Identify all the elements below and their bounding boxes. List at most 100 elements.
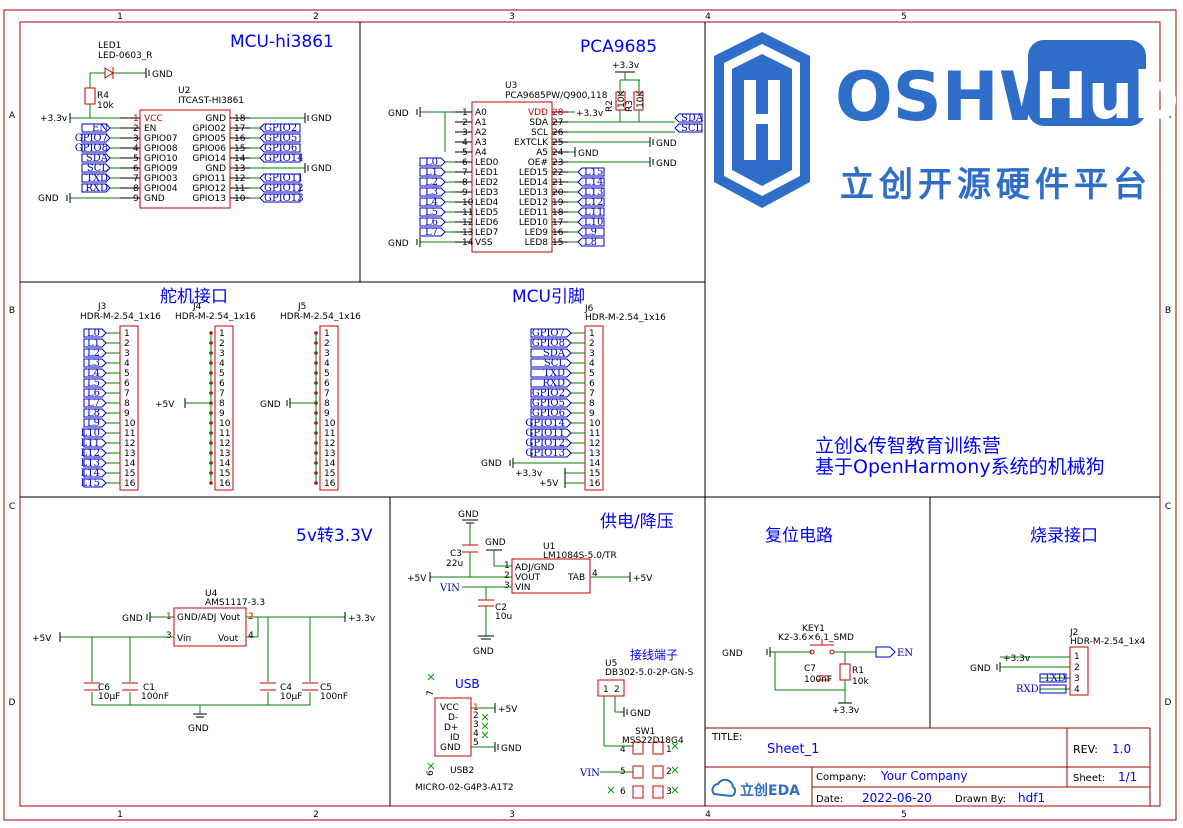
svg-text:6: 6 — [620, 787, 626, 797]
svg-text:9: 9 — [589, 409, 595, 419]
section-title-mcu: MCU-hi3861 — [230, 32, 334, 52]
svg-text:28: 28 — [552, 108, 564, 118]
header-pin-number: 13 — [219, 449, 230, 459]
svg-text:5: 5 — [462, 148, 468, 158]
j6-header: J6HDR-M-2.54_1x161GPIO72GPIO83SDA4SCL5TX… — [481, 304, 666, 491]
svg-text:EXTCLK: EXTCLK — [514, 138, 549, 148]
svg-text:L6: L6 — [425, 217, 438, 228]
svg-text:SDA: SDA — [529, 118, 548, 128]
col-mark: 5 — [901, 12, 907, 22]
header-pin-number: 2 — [324, 339, 330, 349]
svg-text:14: 14 — [234, 154, 246, 164]
section-title-servo: 舵机接口 — [160, 287, 228, 307]
header-pin-number: 15 — [124, 469, 135, 479]
svg-text:GPIO08: GPIO08 — [144, 144, 178, 154]
svg-text:GND: GND — [481, 459, 502, 469]
svg-text:11: 11 — [234, 184, 245, 194]
header-net-label: L11 — [81, 438, 100, 449]
svg-text:10u: 10u — [495, 612, 512, 622]
svg-text:20: 20 — [552, 188, 564, 198]
svg-text:A0: A0 — [475, 108, 487, 118]
svg-text:LED0: LED0 — [475, 158, 499, 168]
header-net-label: L8 — [87, 408, 100, 419]
svg-text:6: 6 — [589, 379, 595, 389]
svg-text:MICRO-02-G4P3-A1T2: MICRO-02-G4P3-A1T2 — [415, 783, 514, 793]
svg-text:17: 17 — [234, 124, 245, 134]
svg-text:GND: GND — [260, 400, 281, 410]
svg-text:2: 2 — [133, 124, 139, 134]
header-pin-number: 4 — [124, 359, 130, 369]
svg-text:MSS22D18G4: MSS22D18G4 — [622, 736, 684, 746]
svg-text:GND: GND — [311, 164, 332, 174]
svg-text:VIN: VIN — [439, 583, 460, 594]
header-pin-number: 3 — [219, 349, 225, 359]
svg-text:1.0: 1.0 — [1112, 742, 1131, 756]
svg-text:GPIO5: GPIO5 — [264, 133, 297, 144]
svg-text:SCL: SCL — [681, 123, 703, 134]
svg-text:EN: EN — [92, 123, 108, 134]
header-pin-number: 15 — [219, 469, 230, 479]
svg-text:C5: C5 — [320, 683, 332, 693]
svg-text:GND: GND — [970, 664, 991, 674]
svg-text:9: 9 — [133, 194, 139, 204]
svg-text:16: 16 — [234, 134, 246, 144]
svg-text:Your Company: Your Company — [880, 769, 968, 783]
svg-text:D+: D+ — [444, 723, 458, 733]
svg-text:GND: GND — [656, 159, 677, 169]
svg-text:GND: GND — [205, 114, 226, 124]
inner-frame — [19, 21, 1161, 807]
svg-text:AMS1117-3.3: AMS1117-3.3 — [205, 598, 265, 608]
header-pin-number: 5 — [324, 369, 330, 379]
svg-text:OE#: OE# — [528, 158, 548, 168]
svg-text:Vin: Vin — [177, 634, 191, 644]
svg-text:J4: J4 — [192, 302, 202, 312]
svg-text:LED12: LED12 — [519, 198, 548, 208]
title-block: TITLE: Sheet_1 REV: 1.0 Company: Your Co… — [705, 727, 1151, 806]
svg-text:SDA: SDA — [543, 348, 566, 359]
header-pin-number: 9 — [219, 409, 225, 419]
camp-title-line2: 基于OpenHarmony系统的机械狗 — [815, 456, 1105, 478]
svg-text:GPIO6: GPIO6 — [264, 143, 297, 154]
svg-text:16: 16 — [589, 479, 601, 489]
svg-text:4: 4 — [1074, 685, 1080, 695]
header-pin-number: 11 — [219, 429, 230, 439]
usb2-connector: VCC D- D+ ID GND 1 2 3 4 5 6 7 +5V GND U… — [415, 673, 522, 793]
section-title-reset: 复位电路 — [765, 526, 833, 546]
svg-text:VIN: VIN — [515, 583, 531, 593]
section-title-usb: USB — [455, 677, 480, 691]
header-pin-number: 7 — [219, 389, 225, 399]
svg-text:14: 14 — [462, 238, 474, 248]
svg-text:10K: 10K — [636, 90, 646, 108]
svg-text:Company:: Company: — [816, 772, 866, 783]
svg-text:GND: GND — [722, 649, 743, 659]
svg-text:3: 3 — [504, 581, 510, 591]
svg-text:J6: J6 — [584, 304, 594, 314]
header-pin-number: 13 — [324, 449, 335, 459]
header-pin-number: 16 — [219, 479, 231, 489]
header-pin-number: 10 — [324, 419, 336, 429]
svg-text:12: 12 — [462, 218, 473, 228]
header-net-label: L4 — [87, 368, 100, 379]
svg-text:+3.3v: +3.3v — [832, 706, 860, 716]
svg-text:GPIO7: GPIO7 — [532, 328, 565, 339]
svg-text:4: 4 — [589, 359, 595, 369]
svg-text:hdf1: hdf1 — [1018, 791, 1045, 805]
svg-text:1/1: 1/1 — [1118, 770, 1137, 784]
svg-text:GPIO14: GPIO14 — [525, 418, 565, 429]
svg-text:PCA9685PW/Q900,118: PCA9685PW/Q900,118 — [505, 91, 608, 101]
header-pin-number: 7 — [324, 389, 330, 399]
svg-text:11: 11 — [589, 429, 600, 439]
col-mark: 3 — [509, 12, 515, 22]
svg-text:U3: U3 — [505, 81, 517, 91]
svg-text:3: 3 — [133, 134, 139, 144]
header-pin-number: 16 — [124, 479, 136, 489]
svg-text:7: 7 — [589, 389, 595, 399]
svg-text:+5V: +5V — [32, 634, 52, 644]
svg-text:6: 6 — [462, 158, 468, 168]
svg-text:GPIO06: GPIO06 — [192, 144, 226, 154]
header-pin-number: 11 — [324, 429, 335, 439]
svg-text:U4: U4 — [205, 589, 218, 599]
header-pin-number: 3 — [124, 349, 130, 359]
